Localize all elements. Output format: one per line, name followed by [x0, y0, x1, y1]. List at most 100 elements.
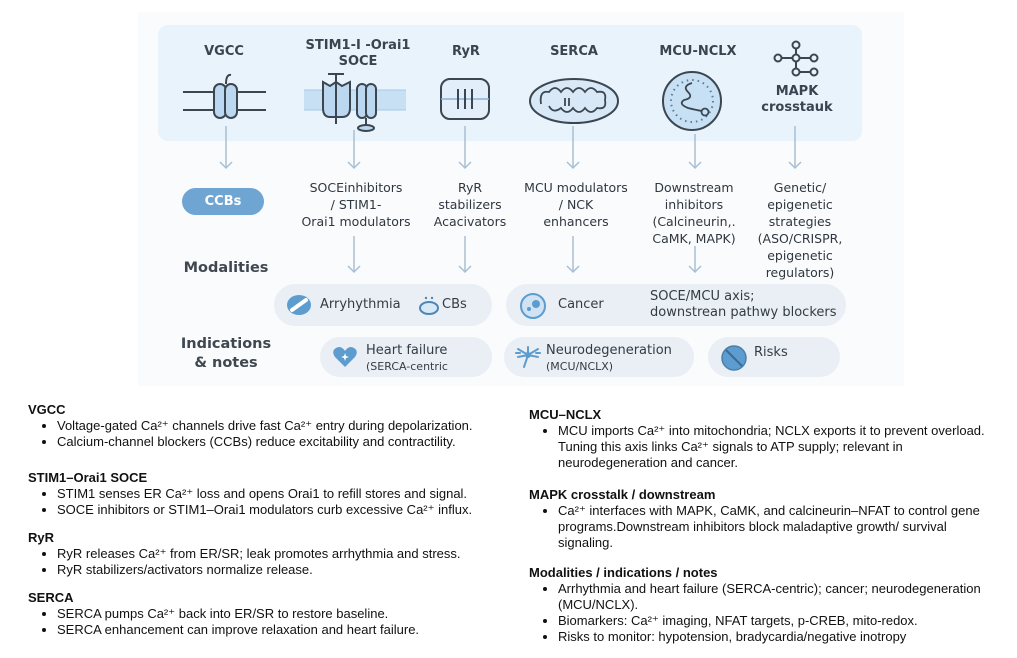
pill-heart-failure-label: Heart failure	[366, 343, 448, 358]
note-title: STIM1–Orai1 SOCE	[28, 470, 148, 485]
note-title: MAPK crosstalk / downstream	[529, 487, 716, 502]
note-bullet: Ca²⁺ interfaces with MAPK, CaMK, and cal…	[558, 503, 1005, 551]
capsule-icon	[287, 295, 311, 315]
pill-cancer: Cancer SOCE/MCU axis; downstrean pathwy …	[506, 284, 846, 326]
modality-line: (ASO/CRISPR,	[757, 231, 843, 246]
voltage-gated-channel-icon	[183, 73, 266, 119]
modality-line: MCU modulators	[524, 180, 628, 195]
ryanodine-receptor-icon	[440, 78, 490, 120]
modality-ryr-stabilizers: RyR stabilizers Acacivators	[424, 179, 516, 230]
target-label-serca: SERCA	[550, 44, 598, 59]
note-title: Modalities / indications / notes	[529, 565, 718, 580]
note-title: RyR	[28, 530, 55, 545]
modality-line: Orai1 modulators	[301, 214, 411, 229]
pill-heart-failure: Heart failure (SERCA-centric	[320, 337, 492, 377]
row-label-line: & notes	[194, 355, 258, 371]
vial-icon	[419, 296, 439, 315]
note-section-soce: STIM1–Orai1 SOCE STIM1 senses ER Ca²⁺ lo…	[28, 470, 518, 518]
note-bullets: STIM1 senses ER Ca²⁺ loss and opens Orai…	[28, 486, 518, 518]
mitochondrion-icon	[529, 78, 619, 124]
modality-line: stabilizers	[438, 197, 502, 212]
pill-neurodegeneration: Neurodegeneration (MCU/NCLX)	[504, 337, 694, 377]
neuron-icon	[515, 346, 541, 368]
modality-downstream-inhibitors: Downstream inhibitors (Calcineurin,. CaM…	[640, 179, 748, 247]
note-bullets: MCU imports Ca²⁺ into mitochondria; NCLX…	[529, 423, 1005, 471]
note-section-mapk: MAPK crosstalk / downstream Ca²⁺ interfa…	[529, 487, 1005, 551]
modality-line: / NCK	[558, 197, 594, 212]
pill-arrhythmia: Arryhythmia CBs	[274, 284, 492, 326]
note-bullet: Calcium-channel blockers (CCBs) reduce e…	[57, 434, 518, 450]
note-bullets: Voltage-gated Ca²⁺ channels drive fast C…	[28, 418, 518, 450]
pill-cancer-label: Cancer	[558, 297, 604, 312]
modality-line: Acacivators	[433, 214, 507, 229]
note-bullet: Voltage-gated Ca²⁺ channels drive fast C…	[57, 418, 518, 434]
arrow-mapk-to-modality	[788, 126, 802, 170]
target-label-vgcc: VGCC	[204, 44, 244, 59]
modality-line: SOCEinhibitors	[309, 180, 403, 195]
modality-line: Downstream	[654, 180, 734, 195]
note-bullet: Arrhythmia and heart failure (SERCA-cent…	[558, 581, 1005, 613]
modality-line: (Calcineurin,.	[652, 214, 736, 229]
note-bullet: SERCA enhancement can improve relaxation…	[57, 622, 518, 638]
cell-icon	[520, 293, 546, 319]
pill-text-line: SOCE/MCU axis;	[650, 289, 755, 304]
note-title: SERCA	[28, 590, 74, 605]
mitochondrial-matrix-icon	[662, 71, 722, 131]
pill-risks: Risks	[708, 337, 840, 377]
modality-line: CaMK, MAPK)	[652, 231, 736, 246]
arrow-mcu-to-modality	[688, 134, 702, 170]
note-section-vgcc: VGCC Voltage-gated Ca²⁺ channels drive f…	[28, 402, 518, 450]
target-label-mapk-line2: crosstauk	[761, 100, 833, 115]
modality-line: RyR	[457, 180, 483, 195]
note-bullet: Risks to monitor: hypotension, bradycard…	[558, 629, 1005, 645]
note-bullets: SERCA pumps Ca²⁺ back into ER/SR to rest…	[28, 606, 518, 638]
pill-heart-failure-sub: (SERCA-centric	[366, 360, 448, 373]
target-label-ryr: RyR	[452, 44, 480, 59]
target-label-mapk-line1: MAPK	[775, 84, 819, 99]
pill-arrhythmia-label: Arryhythmia	[320, 297, 401, 312]
arrow-soce-to-indications	[347, 236, 361, 274]
modality-line: epigenetic	[767, 248, 833, 263]
row-label-line: Indications	[180, 336, 272, 352]
modality-line: / STIM1-	[330, 197, 382, 212]
pill-neurodegeneration-sub: (MCU/NCLX)	[546, 360, 614, 373]
notes-left-column: VGCC Voltage-gated Ca²⁺ channels drive f…	[28, 402, 518, 638]
heart-icon	[333, 347, 357, 367]
note-bullet: RyR stabilizers/activators normalize rel…	[57, 562, 518, 578]
arrow-vgcc-to-ccbs	[219, 126, 233, 170]
note-bullet: SERCA pumps Ca²⁺ back into ER/SR to rest…	[57, 606, 518, 622]
targets-band	[158, 25, 862, 141]
notes-right-column: MCU–NCLX MCU imports Ca²⁺ into mitochond…	[529, 407, 1005, 645]
modality-line: inhibitors	[664, 197, 724, 212]
pill-risks-label: Risks	[754, 345, 788, 360]
note-section-serca: SERCA SERCA pumps Ca²⁺ back into ER/SR t…	[28, 590, 518, 638]
pill-soce-mcu-text: SOCE/MCU axis; downstrean pathwy blocker…	[650, 289, 837, 321]
note-bullets: RyR releases Ca²⁺ from ER/SR; leak promo…	[28, 546, 518, 578]
pill-text-line: downstrean pathwy blockers	[650, 305, 837, 320]
modality-line: epigenetic	[767, 197, 833, 212]
pill-neurodegeneration-label: Neurodegeneration	[546, 343, 672, 358]
note-title: MCU–NCLX	[529, 407, 602, 422]
modality-soce-inhibitors: SOCEinhibitors / STIM1- Orai1 modulators	[296, 179, 416, 230]
note-bullets: Arrhythmia and heart failure (SERCA-cent…	[529, 581, 1005, 645]
note-section-modalities: Modalities / indications / notes Arrhyth…	[529, 565, 1005, 645]
modality-line: strategies	[768, 214, 832, 229]
pill-cbs-label: CBs	[442, 297, 467, 312]
row-label-indications: Indications & notes	[170, 335, 282, 373]
stim1-orai1-membrane-icon	[304, 73, 406, 132]
arrow-serca-to-modality	[566, 126, 580, 170]
modality-line: enhancers	[543, 214, 609, 229]
arrow-ryr-to-indications	[458, 236, 472, 274]
target-label-soce-line1: STIM1-I -Orai1	[305, 38, 411, 53]
modality-genetic-strategies: Genetic/ epigenetic strategies (ASO/CRIS…	[750, 179, 850, 281]
note-bullet: STIM1 senses ER Ca²⁺ loss and opens Orai…	[57, 486, 518, 502]
note-section-ryr: RyR RyR releases Ca²⁺ from ER/SR; leak p…	[28, 530, 518, 578]
note-title: VGCC	[28, 402, 66, 417]
note-section-mcu-nclx: MCU–NCLX MCU imports Ca²⁺ into mitochond…	[529, 407, 1005, 471]
note-bullet: Biomarkers: Ca²⁺ imaging, NFAT targets, …	[558, 613, 1005, 629]
note-bullets: Ca²⁺ interfaces with MAPK, CaMK, and cal…	[529, 503, 1005, 551]
note-bullet: MCU imports Ca²⁺ into mitochondria; NCLX…	[558, 423, 1005, 471]
target-label-soce: STIM1-I -Orai1 SOCE	[296, 38, 420, 70]
arrow-soce-to-modality	[347, 130, 361, 170]
ccbs-badge: CCBs	[182, 188, 264, 215]
